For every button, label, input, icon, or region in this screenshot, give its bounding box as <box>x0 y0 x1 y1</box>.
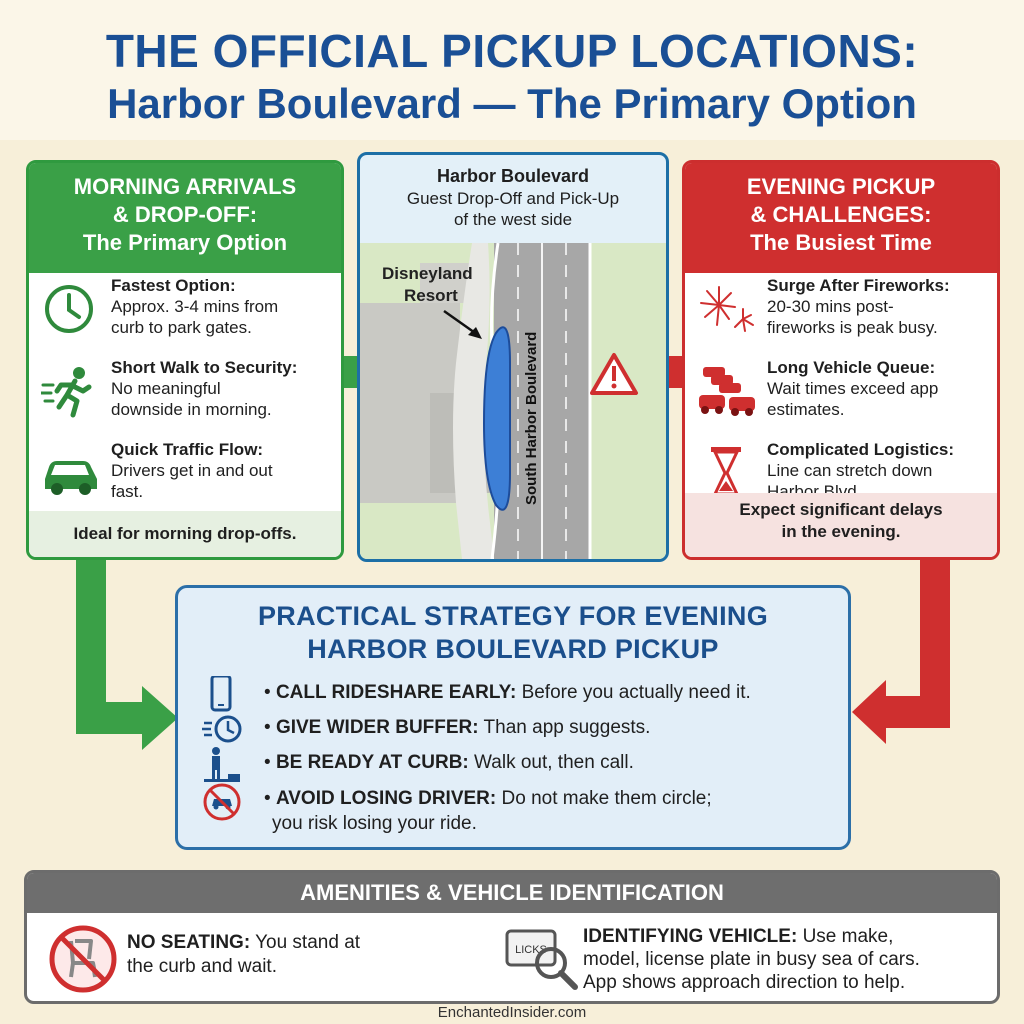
strategy-text: • CALL RIDESHARE EARLY: Before you actua… <box>264 682 751 703</box>
morning-item: Short Walk to Security: No meaningful do… <box>41 357 333 437</box>
item-title: Complicated Logistics: <box>767 440 955 459</box>
strategy-title-line: PRACTICAL STRATEGY FOR EVENING <box>257 601 769 631</box>
morning-heading: MORNING ARRIVALS & DROP-OFF: The Primary… <box>29 163 341 273</box>
vehicle-text: IDENTIFYING VEHICLE: Use make, model, li… <box>583 925 997 994</box>
vehicle-desc: App shows approach direction to help. <box>583 972 906 993</box>
item-desc-line: fireworks is peak busy. <box>767 318 938 337</box>
item-title: Surge After Fireworks: <box>767 276 950 295</box>
evening-item: Surge After Fireworks: 20-30 mins post- … <box>697 275 989 355</box>
strategy-panel: PRACTICAL STRATEGY FOR EVENING HARBOR BO… <box>175 585 851 850</box>
person-at-curb-icon <box>204 747 240 782</box>
morning-item: Fastest Option: Approx. 3-4 mins from cu… <box>41 275 333 355</box>
site-credit: EnchantedInsider.com <box>437 1004 587 1021</box>
fast-clock-icon <box>202 715 242 743</box>
morning-item: Quick Traffic Flow: Drivers get in and o… <box>41 439 333 519</box>
morning-heading-line: MORNING ARRIVALS <box>73 174 297 199</box>
strategy-text: • BE READY AT CURB: Walk out, then call. <box>264 752 634 773</box>
no-circling-car-icon <box>203 783 241 821</box>
strategy-title-line: HARBOR BOULEVARD PICKUP <box>307 634 719 664</box>
seating-desc: You stand at <box>255 932 361 953</box>
item-title: Fastest Option: <box>111 276 236 295</box>
map-subtitle-line: of the west side <box>453 210 573 229</box>
vehicle-desc: model, license plate in busy sea of cars… <box>583 949 920 970</box>
map-illustration: Disneyland Resort South Harbor Boulevard <box>360 243 666 559</box>
item-desc-line: No meaningful <box>111 379 221 398</box>
strategy-title: PRACTICAL STRATEGY FOR EVENING HARBOR BO… <box>178 600 848 666</box>
strategy-desc: Than app suggests. <box>483 717 651 738</box>
strategy-desc: you risk losing your ride. <box>272 813 477 834</box>
evening-item: Long Vehicle Queue: Wait times exceed ap… <box>697 357 989 437</box>
item-desc-line: downside in morning. <box>111 400 272 419</box>
seating-label: NO SEATING: <box>127 932 251 953</box>
strategy-desc: Walk out, then call. <box>474 752 634 773</box>
map-title: Harbor Boulevard <box>436 166 590 186</box>
item-title: Long Vehicle Queue: <box>767 358 936 377</box>
strategy-text: • GIVE WIDER BUFFER: Than app suggests. <box>264 717 651 738</box>
page-subtitle: Harbor Boulevard — The Primary Option <box>107 80 917 127</box>
item-desc: Wait times exceed app estimates. <box>767 378 989 420</box>
map-subtitle-line: Guest Drop-Off and Pick-Up <box>406 189 620 208</box>
street-label: South Harbor Boulevard <box>523 332 540 505</box>
item-desc-line: fast. <box>111 482 144 501</box>
amenities-heading: AMENITIES & VEHICLE IDENTIFICATION <box>27 873 997 913</box>
item-desc: Approx. 3-4 mins from curb to park gates… <box>111 296 333 338</box>
item-desc: Drivers get in and out fast. <box>111 460 333 502</box>
evening-heading-line: & CHALLENGES: <box>750 202 932 227</box>
harbor-map: Harbor Boulevard Guest Drop-Off and Pick… <box>357 152 669 562</box>
morning-heading-subline: The Primary Option <box>82 230 288 255</box>
phone-icon <box>210 676 232 712</box>
no-seating-icon <box>49 925 117 993</box>
evening-heading: EVENING PICKUP & CHALLENGES: The Busiest… <box>685 163 997 273</box>
item-desc-line: Drivers get in and out <box>111 461 273 480</box>
morning-heading-line: & DROP-OFF: <box>112 202 258 227</box>
morning-footer: Ideal for morning drop-offs. <box>29 511 341 557</box>
vehicle-label: IDENTIFYING VEHICLE: <box>583 926 798 947</box>
strategy-text: • AVOID LOSING DRIVER: Do not make them … <box>264 788 712 834</box>
warning-icon <box>590 353 638 395</box>
seating-desc: the curb and wait. <box>127 956 277 977</box>
morning-panel: MORNING ARRIVALS & DROP-OFF: The Primary… <box>26 160 344 560</box>
evening-heading-subline: The Busiest Time <box>750 230 932 255</box>
strategy-desc: Before you actually need it. <box>521 682 751 703</box>
red-elbow-arrow <box>852 560 950 744</box>
license-plate-magnifier-icon: LICKS <box>505 929 578 990</box>
item-title: Quick Traffic Flow: <box>111 440 264 459</box>
running-person-icon <box>41 367 92 418</box>
pickup-zone <box>482 326 511 511</box>
seating-text: NO SEATING: You stand at the curb and wa… <box>127 931 417 979</box>
green-elbow-arrow <box>76 560 178 750</box>
evening-heading-line: EVENING PICKUP <box>746 174 936 199</box>
strategy-label: GIVE WIDER BUFFER: <box>275 717 479 738</box>
header: THE OFFICIAL PICKUP LOCATIONS: Harbor Bo… <box>0 0 1024 140</box>
item-desc-line: Line can stretch down <box>767 461 933 480</box>
strategy-label: CALL RIDESHARE EARLY: <box>275 682 517 703</box>
car-queue-icon <box>699 367 755 416</box>
amenities-panel: AMENITIES & VEHICLE IDENTIFICATION NO SE… <box>24 870 1000 1004</box>
evening-item: Complicated Logistics: Line can stretch … <box>697 439 989 519</box>
clock-icon <box>45 285 93 333</box>
item-desc-line: Approx. 3-4 mins from <box>111 297 279 316</box>
item-title: Short Walk to Security: <box>111 358 298 377</box>
map-subtitle: Guest Drop-Off and Pick-Up of the west s… <box>360 188 666 230</box>
strategy-label: BE READY AT CURB: <box>275 752 469 773</box>
item-desc: 20-30 mins post- fireworks is peak busy. <box>767 296 989 338</box>
vehicle-desc: Use make, <box>802 926 894 947</box>
evening-footer: Expect significant delays in the evening… <box>685 493 997 557</box>
evening-footer-line: in the evening. <box>781 522 901 541</box>
strategy-desc: Do not make them circle; <box>501 788 712 809</box>
fireworks-icon <box>700 286 754 332</box>
resort-label: Disneyland <box>382 264 473 283</box>
item-desc-line: estimates. <box>767 400 845 419</box>
item-desc-line: 20-30 mins post- <box>767 297 894 316</box>
evening-footer-line: Expect significant delays <box>739 500 943 519</box>
item-desc-line: Wait times exceed app <box>767 379 939 398</box>
page-title: THE OFFICIAL PICKUP LOCATIONS: <box>105 25 919 77</box>
item-desc: No meaningful downside in morning. <box>111 378 333 420</box>
resort-label-2: Resort <box>404 286 458 305</box>
item-desc-line: curb to park gates. <box>111 318 252 337</box>
car-icon <box>45 461 97 495</box>
evening-panel: EVENING PICKUP & CHALLENGES: The Busiest… <box>682 160 1000 560</box>
strategy-label: AVOID LOSING DRIVER: <box>275 788 497 809</box>
